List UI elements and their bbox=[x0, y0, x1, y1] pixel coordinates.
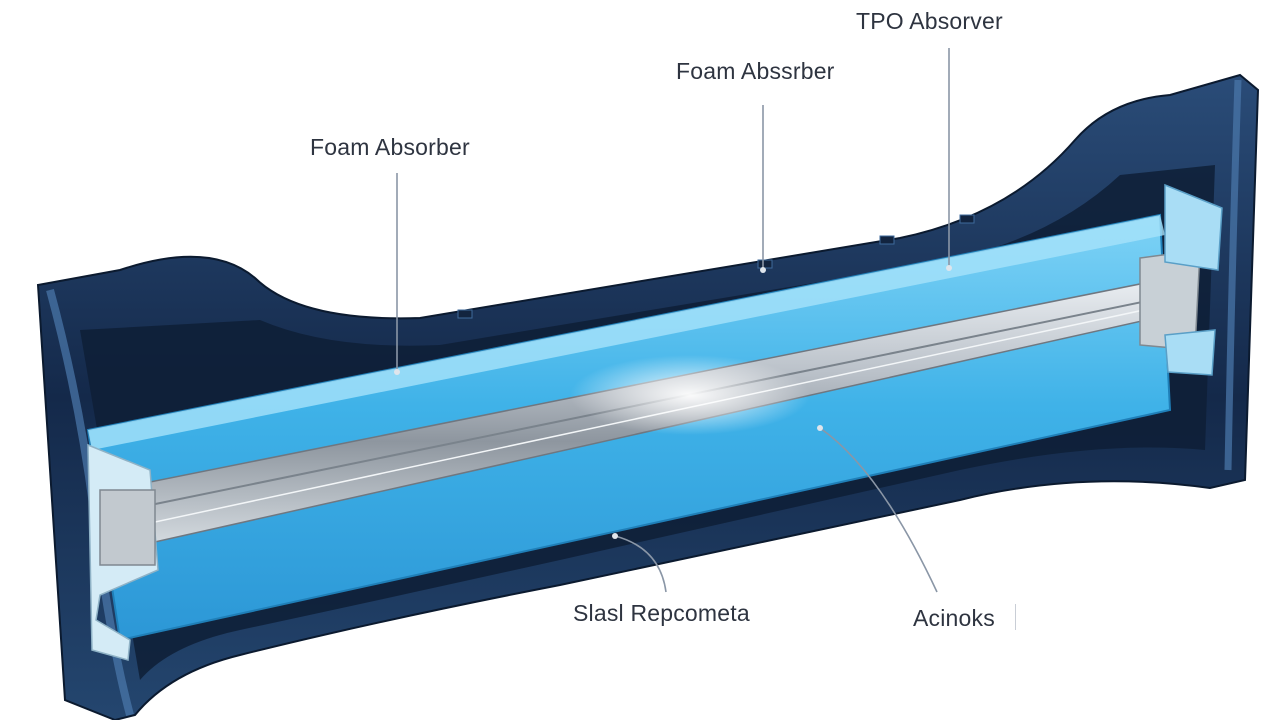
right-foam-block bbox=[1164, 183, 1223, 376]
beam-glow bbox=[570, 355, 810, 435]
shell-rim-right bbox=[1224, 79, 1242, 471]
label-foam-absorber-mid: Foam Abssrber bbox=[676, 58, 835, 84]
leader-dots bbox=[394, 265, 952, 539]
mounting-tabs bbox=[457, 214, 975, 319]
label-steel-reinforcement: Slasl Repcometa bbox=[573, 600, 750, 626]
label-bracket-mark bbox=[1011, 604, 1016, 630]
left-bracket-plate bbox=[99, 489, 156, 566]
leader-anchors bbox=[819, 427, 938, 593]
leader-lines bbox=[396, 48, 950, 593]
label-tpo-absorber: TPO Absorver bbox=[856, 8, 1003, 34]
label-anchors: Acinoks bbox=[913, 605, 995, 631]
leader-steel bbox=[614, 535, 667, 593]
foam-top-face bbox=[88, 215, 1165, 450]
label-foam-absorber-left: Foam Absorber bbox=[310, 134, 470, 160]
